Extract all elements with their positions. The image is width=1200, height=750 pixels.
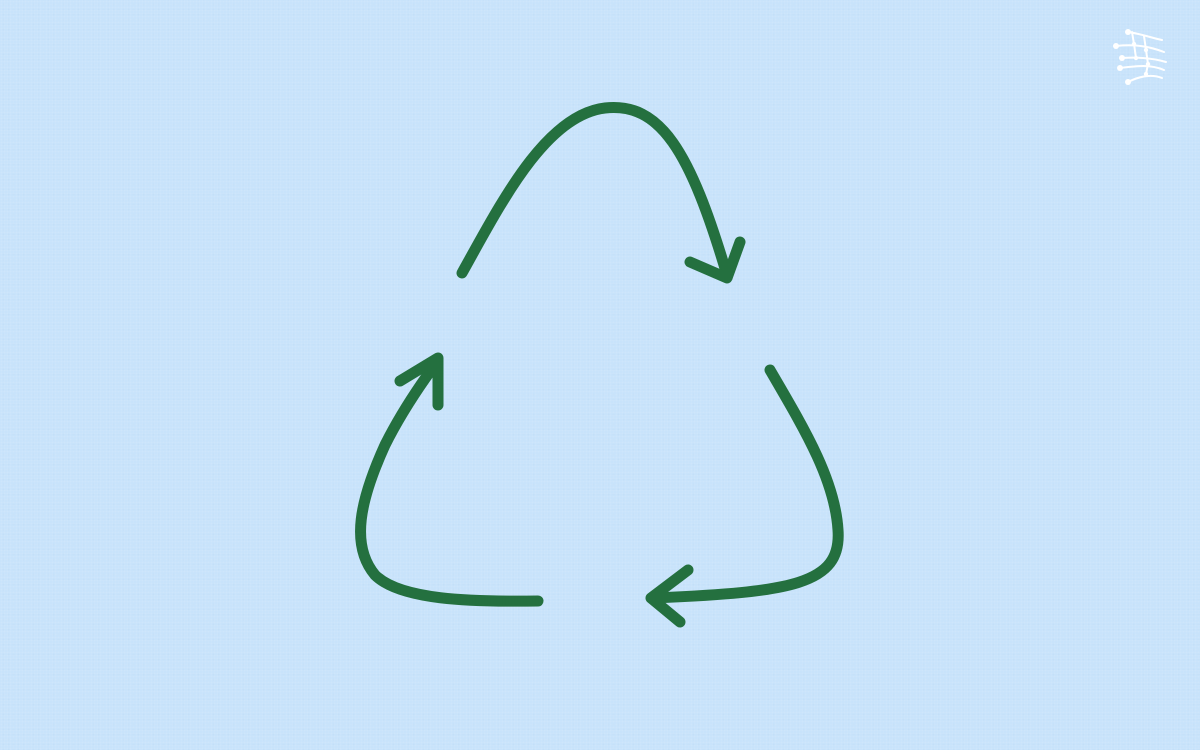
left-arrow [355,352,544,607]
network-nodes-logo-icon [1113,29,1167,85]
top-arrow-shaft [456,102,733,281]
right-arrow [645,364,844,628]
right-arrow-shaft [649,364,844,604]
top-arrow [456,102,746,284]
top-arrow-head [684,236,746,284]
left-arrow-head [394,352,444,411]
right-arrow-head [645,564,694,628]
left-arrow-shaft [355,356,544,607]
